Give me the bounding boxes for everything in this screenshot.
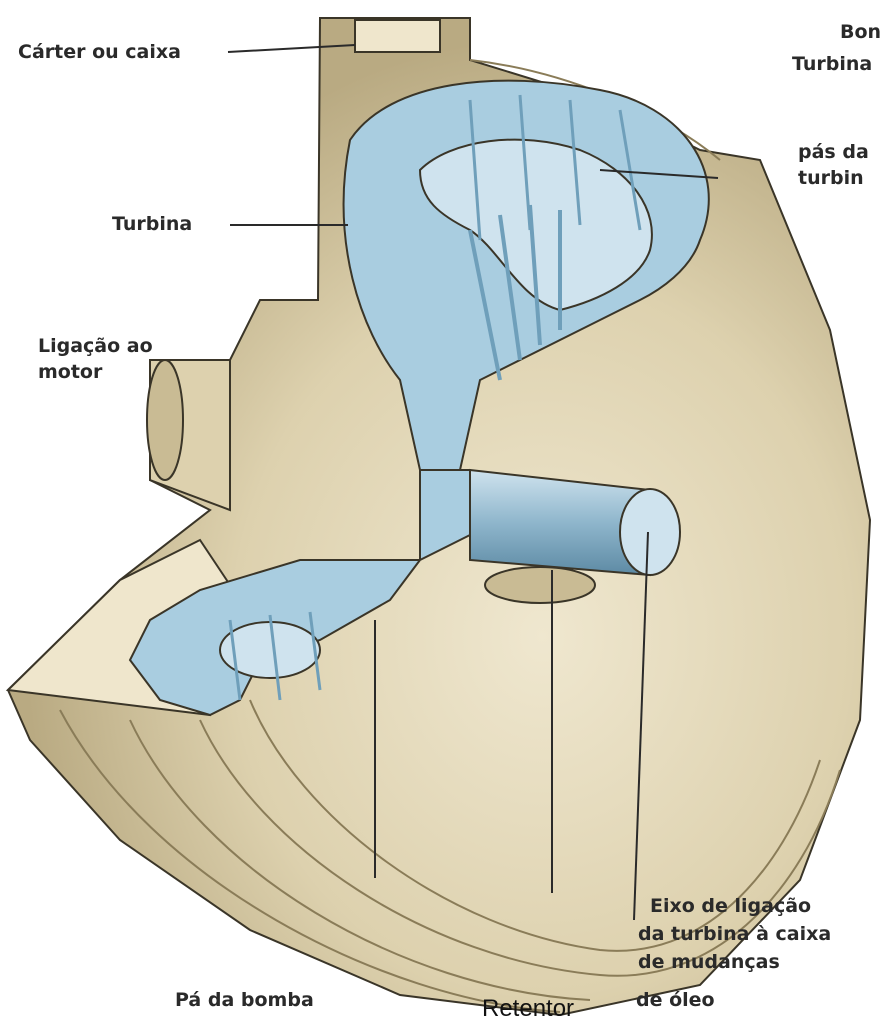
label-carter: Cárter ou caixa (18, 41, 181, 63)
label-eixo-1: Eixo de ligação (650, 895, 811, 917)
label-pas-turbina-1: pás da (798, 141, 869, 163)
label-turbina: Turbina (112, 213, 192, 235)
label-pa-bomba: Pá da bomba (175, 989, 314, 1011)
label-bomba-top: Bon (840, 21, 881, 43)
label-eixo-2: da turbina à caixa (638, 923, 831, 945)
label-de-oleo: de óleo (636, 989, 715, 1011)
oil-seal (485, 567, 595, 603)
label-eixo-3: de mudanças (638, 951, 780, 973)
label-ligacao-2: motor (38, 361, 103, 383)
label-ligacao-1: Ligação ao (38, 335, 153, 357)
label-retentor: Retentor (482, 995, 574, 1022)
label-pas-turbina-2: turbin (798, 167, 864, 189)
label-turbina-top: Turbina (792, 53, 872, 75)
